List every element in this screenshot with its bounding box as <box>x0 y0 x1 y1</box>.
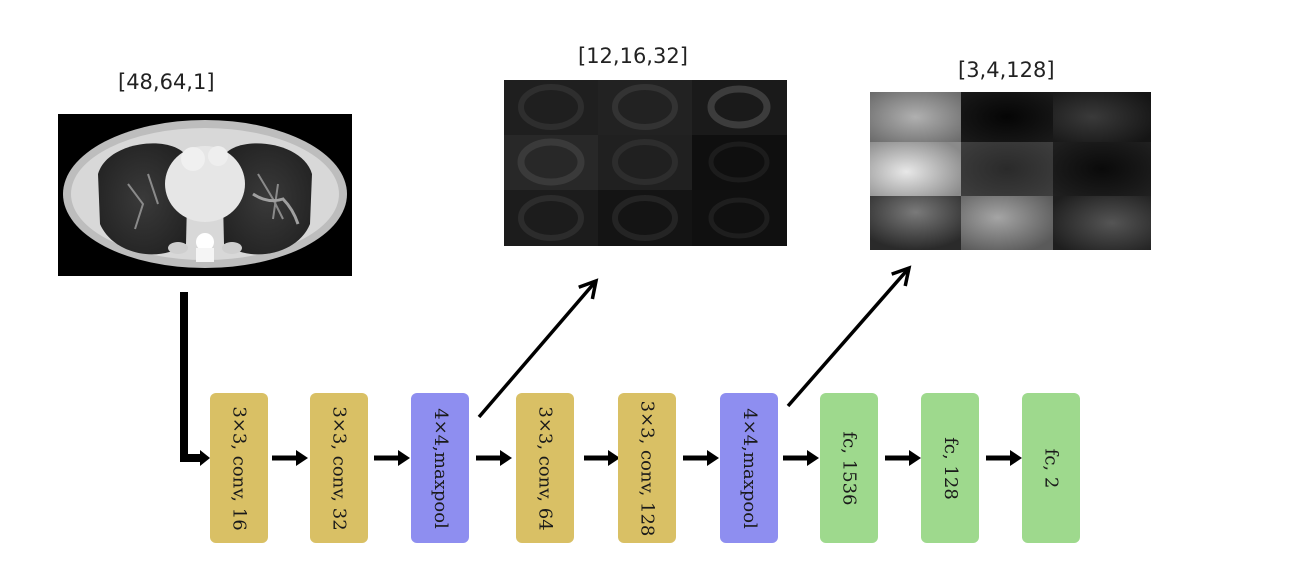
layer-conv-128: 3×3, conv, 128 <box>618 393 676 543</box>
feature-map-1-image <box>504 80 787 246</box>
layer-label: 3×3, conv, 128 <box>636 400 658 536</box>
layer-label: 4×4,maxpool <box>429 407 451 529</box>
layer-label: 3×3, conv, 32 <box>328 405 350 531</box>
layer-label: 3×3, conv, 64 <box>534 405 556 531</box>
ct-scan-image <box>58 114 352 276</box>
layer-label: fc, 128 <box>939 436 961 500</box>
layer-fc-128: fc, 128 <box>921 393 979 543</box>
feature-map-1-tiles <box>504 80 787 246</box>
layer-maxpool-1: 4×4,maxpool <box>411 393 469 543</box>
feature-map-2-image <box>870 92 1151 250</box>
layer-maxpool-2: 4×4,maxpool <box>720 393 778 543</box>
arrow-to-feature-map-2 <box>786 265 912 408</box>
feature-map-1-shape-label: [12,16,32] <box>578 44 688 68</box>
layer-label: fc, 1536 <box>838 431 860 505</box>
arrow-to-feature-map-1 <box>477 278 599 419</box>
layer-conv-32: 3×3, conv, 32 <box>310 393 368 543</box>
input-shape-label: [48,64,1] <box>118 70 215 94</box>
feature-map-2-shape-label: [3,4,128] <box>958 58 1055 82</box>
layer-label: fc, 2 <box>1040 448 1062 488</box>
layer-conv-64: 3×3, conv, 64 <box>516 393 574 543</box>
layer-label: 4×4,maxpool <box>738 407 760 529</box>
layer-label: 3×3, conv, 16 <box>228 405 250 531</box>
layer-fc-2: fc, 2 <box>1022 393 1080 543</box>
layer-fc-1536: fc, 1536 <box>820 393 878 543</box>
layer-conv-16: 3×3, conv, 16 <box>210 393 268 543</box>
input-connector <box>180 292 205 462</box>
